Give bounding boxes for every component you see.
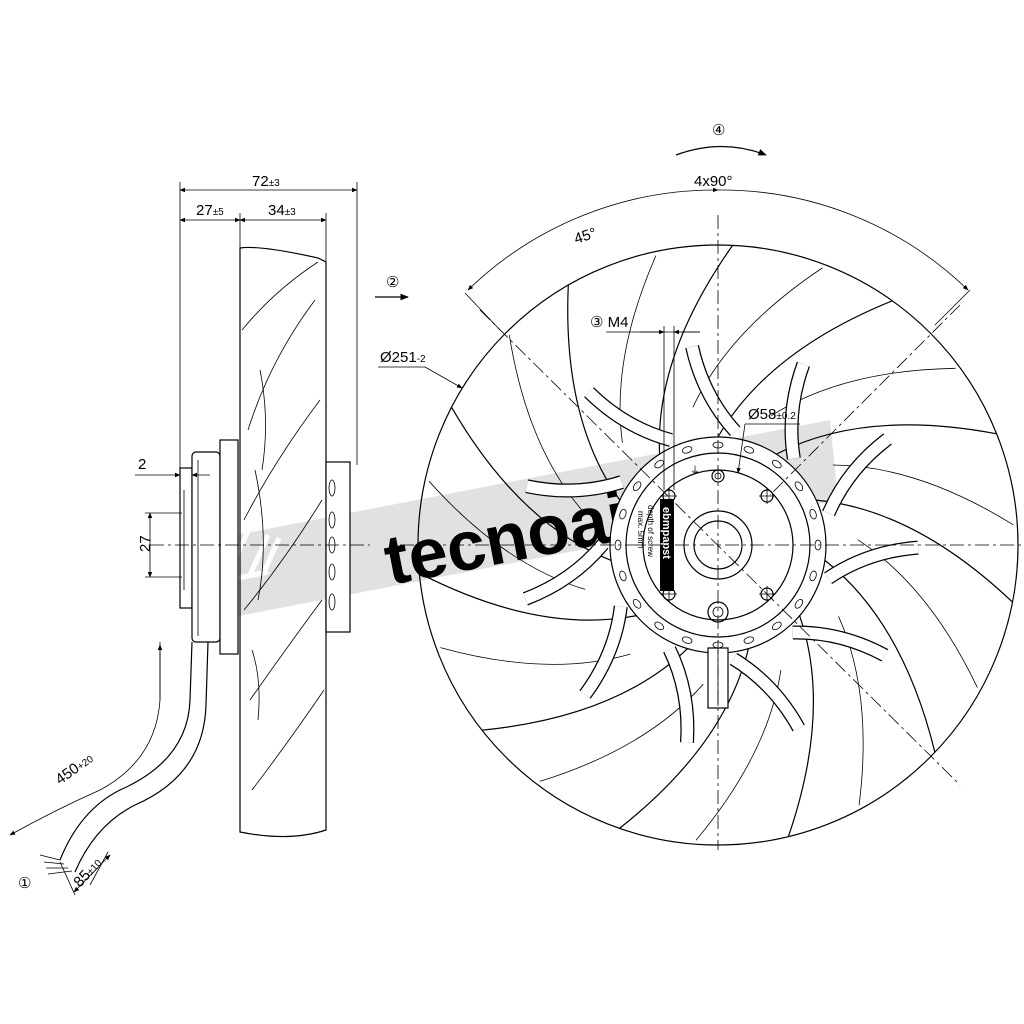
hub-slot <box>681 446 693 454</box>
cable-wires <box>39 854 73 875</box>
hub-slot <box>654 459 665 469</box>
rib-fill <box>823 434 892 516</box>
hub-slot <box>771 459 782 469</box>
hub-slots <box>614 441 822 649</box>
rib-fill <box>664 646 694 743</box>
hub-slot <box>632 598 642 609</box>
dim-flange: 2 <box>138 456 146 473</box>
hub-label: ebmpapst depth of screw max. 5mm <box>636 499 674 591</box>
rib-fill <box>523 540 608 605</box>
hub-ring-side <box>325 461 351 633</box>
rib-fill <box>584 388 673 446</box>
rib-fill <box>580 605 627 698</box>
rib-fill <box>686 345 740 436</box>
svg-text:depth of screw: depth of screw <box>646 505 655 557</box>
dim-impeller-diameter: Ø251-2 <box>380 349 426 366</box>
dim-blade: 34±3 <box>268 202 296 219</box>
hub-slot <box>794 598 804 609</box>
motor-housing <box>191 451 221 643</box>
dim-hub-diameter: Ø58±0.2 <box>748 406 796 423</box>
dim-shaft: 27 <box>137 535 154 552</box>
hub-slot <box>809 508 817 520</box>
dim-cable-length: 450+20 <box>52 750 96 789</box>
svg-text:max. 5mm: max. 5mm <box>636 511 645 549</box>
hub-slot <box>619 508 627 520</box>
rotor-hub <box>219 439 239 655</box>
blade-profile <box>239 246 327 838</box>
callout-airflow: ② <box>386 274 399 291</box>
watermark-logo-icon <box>227 518 282 583</box>
rib-fill <box>792 626 888 661</box>
cable <box>59 641 193 861</box>
side-view: 72±3 27±5 34±3 2 27 450+20 85±10 ① ② <box>9 173 409 896</box>
front-view: ebmpapst depth of screw max. 5mm ⏚ 45° 4… <box>378 122 1024 850</box>
hub-slot <box>771 621 782 631</box>
motor-flange <box>179 467 193 609</box>
callout-cable: ① <box>18 875 31 892</box>
hub-slot <box>743 446 755 454</box>
angle-offset: 45° <box>572 225 599 248</box>
hub-slot <box>681 636 693 644</box>
earth-icon: ⏚ <box>690 465 700 477</box>
dim-hub: 27±5 <box>196 202 224 219</box>
rib-fill <box>785 362 809 460</box>
angle-pattern: 4x90° <box>694 173 733 190</box>
rib-fill <box>525 476 624 497</box>
dim-overall: 72±3 <box>252 173 280 190</box>
rib-fill <box>824 541 919 583</box>
rib-fill <box>730 654 804 731</box>
callout-rotation: ④ <box>712 122 725 139</box>
hub-slot <box>632 481 642 492</box>
hub-slot <box>809 570 817 582</box>
hub-slot <box>794 481 804 492</box>
svg-text:ebmpapst: ebmpapst <box>660 507 672 559</box>
rotation-arrow-icon <box>675 145 767 156</box>
callout-thread: ③ M4 <box>590 314 628 331</box>
hub-slot <box>743 636 755 644</box>
dim-wire-strip: 85±10 <box>70 854 105 890</box>
hub-slot <box>654 621 665 631</box>
ribs <box>522 345 919 744</box>
hub-slot <box>619 570 627 582</box>
